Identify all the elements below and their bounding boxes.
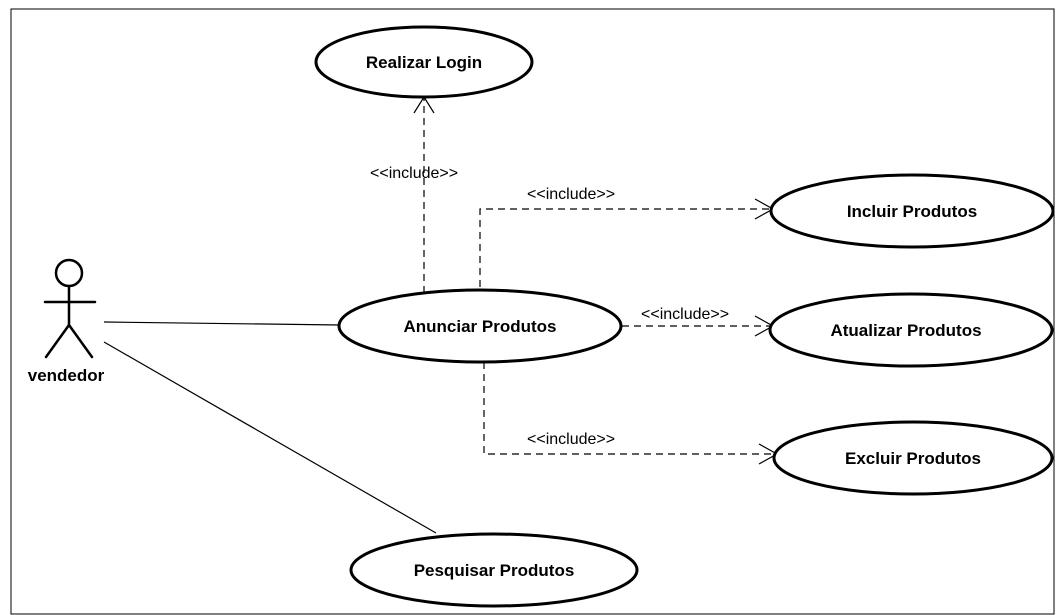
use-case-pesquisar-produtos: Pesquisar Produtos [349,532,639,608]
include-label-atualizar: <<include>> [641,306,729,323]
include-label-incluir: <<include>> [527,186,615,203]
association-vendedor-pesquisar [103,341,437,534]
use-case-label: Atualizar Produtos [830,321,981,340]
include-anunciar-incluir: <<include>> [479,186,775,287]
actor-label: vendedor [28,366,105,385]
use-case-label: Pesquisar Produtos [414,561,575,580]
use-case-excluir-produtos: Excluir Produtos [772,420,1054,496]
use-case-atualizar-produtos: Atualizar Produtos [768,292,1054,368]
association-vendedor-anunciar [103,321,341,326]
use-case-label: Excluir Produtos [845,449,981,468]
include-label-excluir: <<include>> [527,431,615,448]
actor-stick-figure-icon [43,258,97,359]
use-case-incluir-produtos: Incluir Produtos [769,173,1055,249]
include-label-login: <<include>> [370,165,458,182]
include-anunciar-atualizar: <<include>> [622,306,775,337]
use-case-realizar-login: Realizar Login [314,25,534,99]
use-case-anunciar-produtos: Anunciar Produtos [337,288,623,364]
use-case-label: Anunciar Produtos [403,317,556,336]
use-case-label: Incluir Produtos [847,202,977,221]
use-case-label: Realizar Login [366,53,482,72]
actor-vendedor: vendedor [28,258,105,385]
